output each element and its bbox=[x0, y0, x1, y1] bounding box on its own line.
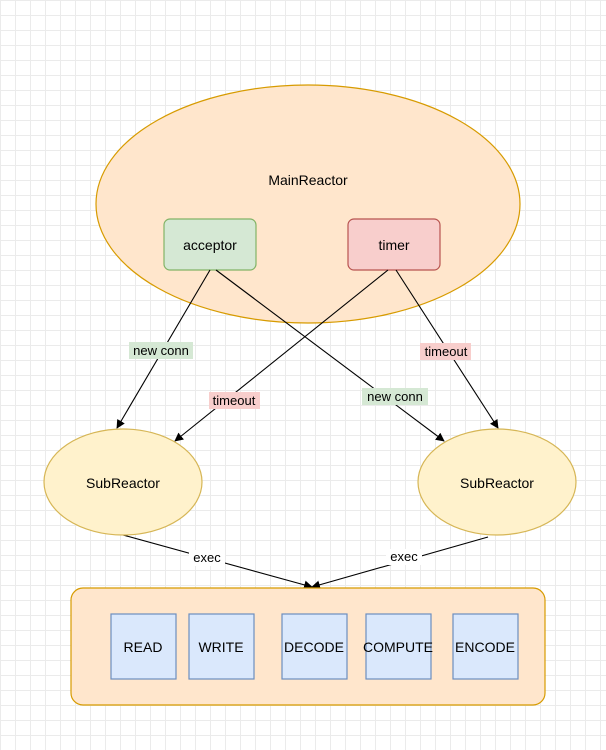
stage-decode-label: DECODE bbox=[284, 639, 344, 655]
stage-read[interactable]: READ bbox=[110, 613, 177, 680]
acceptor-label: acceptor bbox=[183, 237, 237, 253]
timer-label: timer bbox=[378, 237, 409, 253]
stage-compute[interactable]: COMPUTE bbox=[363, 613, 433, 680]
edge-label-exec-right: exec bbox=[386, 549, 422, 565]
edge-acceptor-to-subreactor-right bbox=[215, 269, 445, 442]
main-reactor: MainReactor bbox=[95, 84, 521, 324]
edge-label-timeout-right: timeout bbox=[420, 343, 471, 360]
acceptor-node[interactable]: acceptor bbox=[163, 218, 257, 271]
subreactor-right[interactable]: SubReactor bbox=[417, 428, 577, 536]
subreactor-right-shape bbox=[417, 428, 577, 536]
edge-label-timeout-left: timeout bbox=[209, 392, 260, 409]
stage-compute-label: COMPUTE bbox=[363, 639, 433, 655]
svg-text:exec: exec bbox=[193, 550, 221, 565]
svg-text:exec: exec bbox=[390, 549, 418, 564]
main-reactor-shape bbox=[95, 84, 521, 324]
stage-read-label: READ bbox=[124, 639, 163, 655]
worker-pool: READ WRITE DECODE COMPUTE ENCODE bbox=[70, 587, 546, 706]
main-reactor-label: MainReactor bbox=[268, 172, 348, 188]
stage-write[interactable]: WRITE bbox=[188, 613, 255, 680]
svg-text:new conn: new conn bbox=[367, 389, 423, 404]
svg-text:timeout: timeout bbox=[425, 344, 468, 359]
stage-encode[interactable]: ENCODE bbox=[452, 613, 519, 680]
timer-node[interactable]: timer bbox=[347, 218, 441, 271]
stage-encode-label: ENCODE bbox=[455, 639, 515, 655]
svg-text:new conn: new conn bbox=[133, 343, 189, 358]
timer-box bbox=[347, 218, 441, 271]
stage-write-label: WRITE bbox=[198, 639, 243, 655]
edge-timer-to-subreactor-left bbox=[174, 269, 389, 442]
subreactor-left[interactable]: SubReactor bbox=[43, 428, 203, 536]
edge-label-new-conn-right: new conn bbox=[362, 388, 428, 405]
stage-decode[interactable]: DECODE bbox=[281, 613, 348, 680]
edge-label-new-conn-left: new conn bbox=[129, 342, 193, 359]
subreactor-right-label: SubReactor bbox=[460, 475, 534, 491]
svg-text:timeout: timeout bbox=[213, 393, 256, 408]
edge-label-exec-left: exec bbox=[189, 550, 225, 566]
subreactor-left-shape bbox=[43, 428, 203, 536]
subreactor-left-label: SubReactor bbox=[86, 475, 160, 491]
